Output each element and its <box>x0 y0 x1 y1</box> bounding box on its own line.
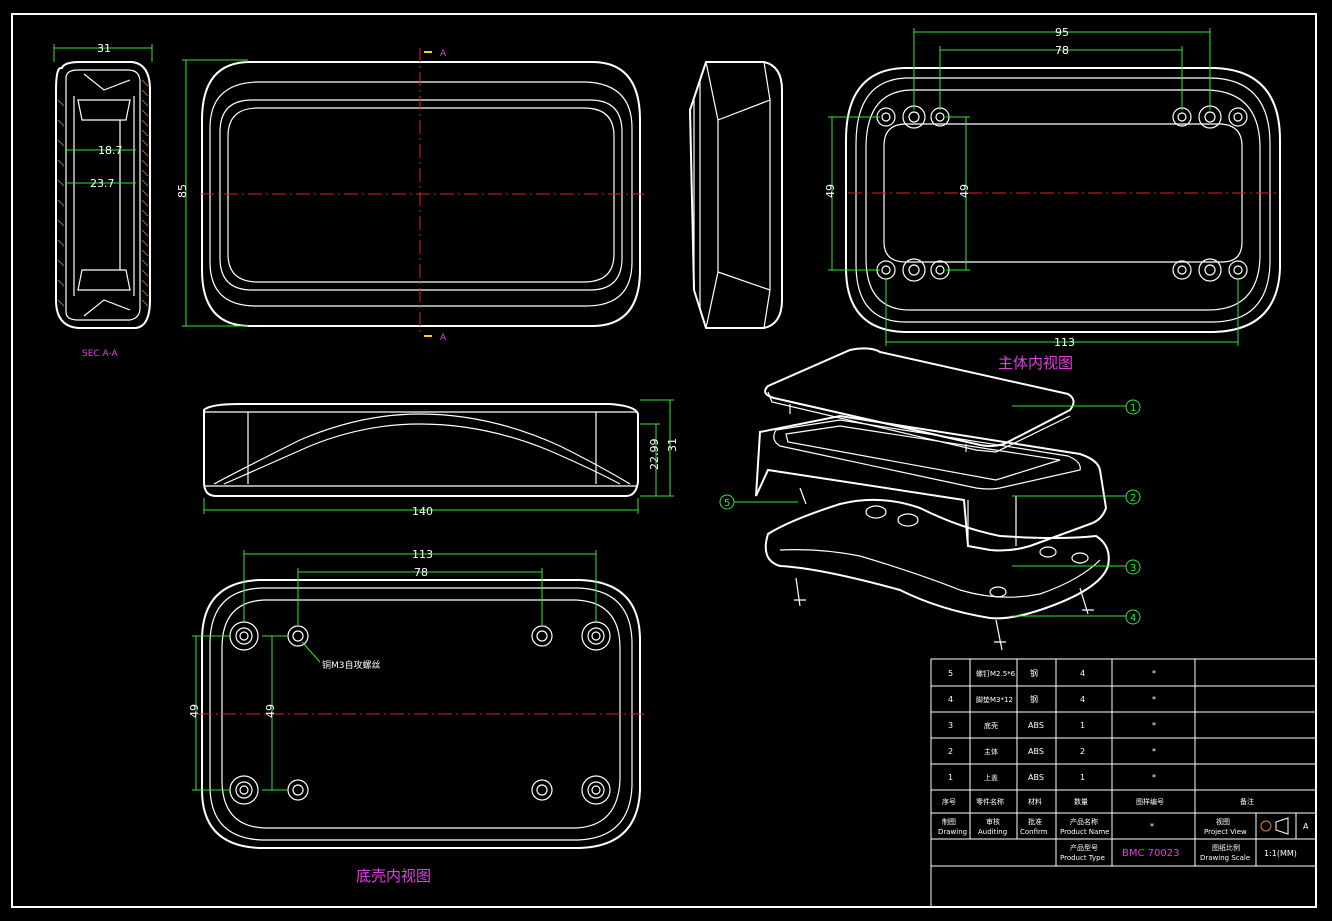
dim-top-left-v: 49 <box>824 184 837 198</box>
bom-row-2-name: 脚垫M3*12 <box>976 695 1013 704</box>
dim-top-mid-v: 49 <box>958 184 971 198</box>
bom-row-5-no: 1 <box>948 773 953 782</box>
dim-side-length: 140 <box>412 505 433 518</box>
balloon-4 <box>1125 609 1141 625</box>
balloon-3 <box>1125 559 1141 575</box>
dim-front-height: 85 <box>176 184 189 198</box>
sign-scale-en: Drawing Scale <box>1200 854 1250 862</box>
bom-row-3-qty: 1 <box>1080 721 1085 730</box>
end-view <box>688 61 783 329</box>
bom-row-5-qty: 1 <box>1080 773 1085 782</box>
bom-row-2-qty: 4 <box>1080 695 1085 704</box>
bottom-interior-view <box>192 550 644 849</box>
bom-header-no: 序号 <box>942 797 956 806</box>
bom-header-name: 零件名称 <box>976 797 1004 806</box>
balloon-1 <box>1125 399 1141 415</box>
bom-row-2-material: 钢 <box>1030 694 1038 704</box>
dim-sec-inner1: 18.7 <box>98 144 123 157</box>
bom-row-4-no: 2 <box>948 747 953 756</box>
bom-row-5-material: ABS <box>1028 773 1044 782</box>
dim-bot-left-v: 49 <box>188 704 201 718</box>
dim-top-inner: 78 <box>1055 44 1069 57</box>
bom-header-material: 材料 <box>1028 797 1042 806</box>
dim-sec-inner2: 23.7 <box>90 177 115 190</box>
bom-row-3-name: 底壳 <box>984 721 998 730</box>
section-marker-top: A <box>440 49 447 59</box>
bottom-note: 铜M3自攻螺丝 <box>322 659 381 671</box>
sign-pname-value: * <box>1150 822 1154 831</box>
dim-side-height2: 31 <box>666 438 679 452</box>
sign-drawing-cn: 制图 <box>942 817 956 826</box>
bom-row-2-code: * <box>1152 695 1156 704</box>
bom-row-4-qty: 2 <box>1080 747 1085 756</box>
bom-row-3-material: ABS <box>1028 721 1044 730</box>
side-view <box>203 399 674 514</box>
dim-top-outer: 95 <box>1055 26 1069 39</box>
projection-symbol-cone <box>1275 817 1289 835</box>
section-marker-bottom: A <box>440 333 447 343</box>
balloon-5 <box>719 494 735 510</box>
balloon-3-label: 3 <box>1130 563 1136 574</box>
bom-row-4-name: 主体 <box>984 747 998 756</box>
bom-row-1-material: 钢 <box>1030 668 1038 678</box>
section-label: SEC A-A <box>82 349 119 359</box>
dim-side-height1: 22.99 <box>648 439 661 471</box>
balloon-5-label: 5 <box>724 498 730 509</box>
sign-ptype-en: Product Type <box>1060 854 1105 862</box>
balloon-4-label: 4 <box>1130 613 1136 624</box>
sign-scale-cn: 图纸比例 <box>1212 843 1240 852</box>
bom-row-5-name: 上盖 <box>984 773 998 782</box>
projection-symbol-circle <box>1260 820 1272 832</box>
bom-row-1-code: * <box>1152 669 1156 678</box>
front-view <box>182 48 644 337</box>
main-interior-title: 主体内视图 <box>998 354 1073 372</box>
sign-confirm-en: Confirm <box>1020 828 1048 836</box>
dim-bot-inner: 78 <box>414 566 428 579</box>
sign-auditing-cn: 审核 <box>986 817 1000 826</box>
dim-bot-mid-v: 49 <box>264 704 277 718</box>
bom-header-note: 备注 <box>1240 797 1254 806</box>
main-interior-view <box>828 28 1281 346</box>
title-block <box>930 658 1317 908</box>
bottom-interior-title: 底壳内视图 <box>356 867 431 885</box>
bom-row-3-code: * <box>1152 721 1156 730</box>
drawing-scale-value: 1:1(MM) <box>1264 849 1297 858</box>
bom-row-3-no: 3 <box>948 721 953 730</box>
sign-auditing-en: Auditing <box>978 828 1007 836</box>
bom-row-1-qty: 4 <box>1080 669 1085 678</box>
bom-row-5-code: * <box>1152 773 1156 782</box>
sign-drawing-en: Drawing <box>938 828 967 836</box>
sheet-border <box>11 13 1317 908</box>
exploded-view <box>755 347 1110 651</box>
dim-bot-top: 113 <box>412 548 433 561</box>
sign-pname-en: Product Name <box>1060 828 1109 836</box>
sheet-size: A <box>1303 822 1309 831</box>
sign-pname-cn: 产品名称 <box>1070 817 1098 826</box>
sign-ptype-cn: 产品型号 <box>1070 843 1098 852</box>
dim-top-bottom: 113 <box>1054 336 1075 349</box>
bom-header-code: 图样编号 <box>1136 797 1164 806</box>
balloon-callouts <box>719 399 1141 625</box>
bom-row-2-no: 4 <box>948 695 953 704</box>
bom-row-1-name: 螺钉M2.5*6 <box>976 669 1016 678</box>
balloon-1-label: 1 <box>1130 403 1136 414</box>
balloon-2-label: 2 <box>1130 493 1136 504</box>
section-view <box>53 44 153 329</box>
sign-pview-cn: 视图 <box>1216 817 1230 826</box>
bom-header-qty: 数量 <box>1074 797 1088 806</box>
sign-pview-en: Project View <box>1204 828 1247 836</box>
balloon-2 <box>1125 489 1141 505</box>
dim-sec-width: 31 <box>97 42 111 55</box>
bom-row-1-no: 5 <box>948 669 953 678</box>
bom-row-4-material: ABS <box>1028 747 1044 756</box>
bom-row-4-code: * <box>1152 747 1156 756</box>
bottom-bosses <box>229 621 611 805</box>
product-type-value: BMC 70023 <box>1122 848 1179 859</box>
sign-confirm-cn: 批准 <box>1028 817 1042 826</box>
